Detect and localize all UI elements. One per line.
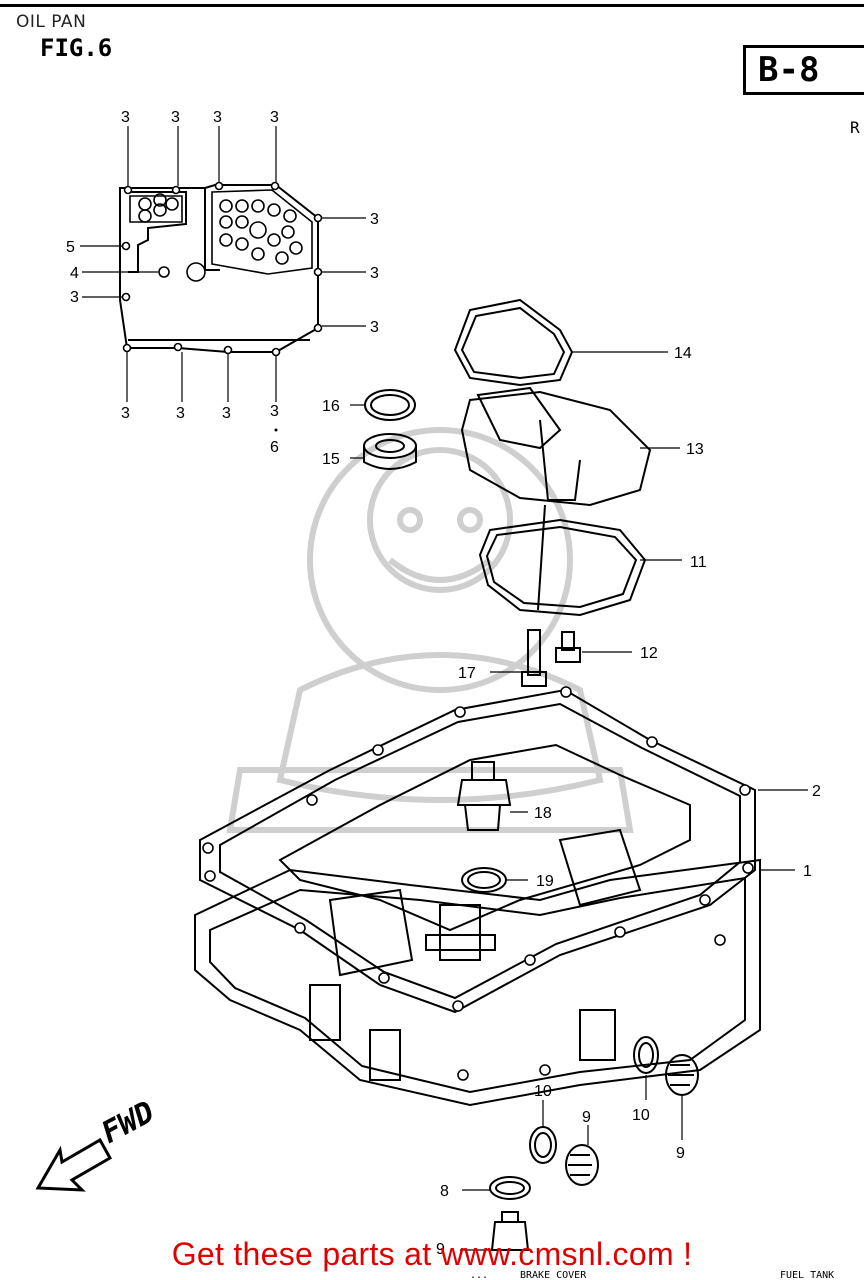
- strainer-assembly: [453, 298, 652, 687]
- part-callout: 19: [536, 873, 554, 890]
- figure-label: FIG.6: [40, 34, 113, 62]
- inset-honeycomb-baffle: [129, 189, 313, 282]
- inset-callout: 3: [176, 405, 185, 422]
- inset-callout: 5: [66, 239, 75, 256]
- part-callout: 1: [803, 863, 812, 880]
- page-title: OIL PAN: [16, 12, 87, 32]
- part-callout: 10: [632, 1107, 650, 1124]
- pan-bolt-holes: [202, 686, 754, 1081]
- footer-right: FUEL TANK: [780, 1270, 835, 1280]
- inset-callout: 3: [222, 405, 231, 422]
- part-callout: 9: [676, 1145, 685, 1162]
- cap-15: [363, 433, 417, 470]
- promo-link[interactable]: Get these parts at www.cmsnl.com !: [171, 1236, 693, 1272]
- oil-pan-1: [194, 828, 761, 1107]
- watermark-logo: [226, 427, 634, 833]
- footer-mid: BRAKE COVER: [520, 1270, 587, 1280]
- inset-callout: 3: [270, 403, 279, 420]
- dot-marker: [274, 428, 278, 432]
- o-ring-19: [461, 867, 507, 893]
- footer-left: ...: [470, 1270, 489, 1280]
- inset-callout: 4: [70, 265, 79, 282]
- part-callout: 12: [640, 645, 658, 662]
- main-leader-lines: [350, 351, 808, 1251]
- inset-callout: 3: [121, 109, 130, 126]
- part-callout: 13: [686, 441, 704, 458]
- inset-callout: 3: [370, 319, 379, 336]
- inset-callout: 3: [171, 109, 180, 126]
- part-callout: 16: [322, 398, 340, 415]
- footer-strip: ... BRAKE COVER FUEL TANK: [0, 1270, 864, 1280]
- oil-pressure-switch-18: [456, 761, 512, 831]
- part-callout: 8: [440, 1183, 449, 1200]
- part-callout: 11: [690, 554, 707, 571]
- main-callout-labels: 14 16 13 15 11 12 17 2 18 1 19 10 9 10 9…: [322, 345, 821, 1258]
- inset-callout: 3: [270, 109, 279, 126]
- part-callout: 18: [534, 805, 552, 822]
- page-code-box: B-8: [743, 45, 864, 95]
- inset-callout: 3: [370, 265, 379, 282]
- inset-callout-labels: 3 3 3 3 3 3 3 3 3 3 3 3 3 5 4 3 6: [66, 109, 379, 456]
- o-ring-16: [364, 389, 416, 421]
- inset-screw-holes: [121, 181, 323, 357]
- part-callout: 10: [534, 1083, 552, 1100]
- pan-gasket-2: [199, 688, 756, 1014]
- part-callout: 14: [674, 345, 692, 362]
- inset-callout: 3: [121, 405, 130, 422]
- drain-plugs-and-washers: [489, 1036, 699, 1251]
- top-rule: [0, 4, 864, 7]
- inset-callout: 3: [70, 289, 79, 306]
- part-callout: 2: [812, 783, 821, 800]
- part-callout: 15: [322, 451, 340, 468]
- part-callout: 17: [458, 665, 476, 682]
- corner-letter: R: [850, 118, 860, 137]
- part-callout: 9: [582, 1109, 591, 1126]
- part-callout: 9: [436, 1241, 445, 1258]
- inset-leader-lines: [80, 126, 366, 402]
- inset-callout: 6: [270, 439, 279, 456]
- inset-callout: 3: [370, 211, 379, 228]
- fwd-arrow: [35, 1137, 113, 1192]
- inset-callout: 3: [213, 109, 222, 126]
